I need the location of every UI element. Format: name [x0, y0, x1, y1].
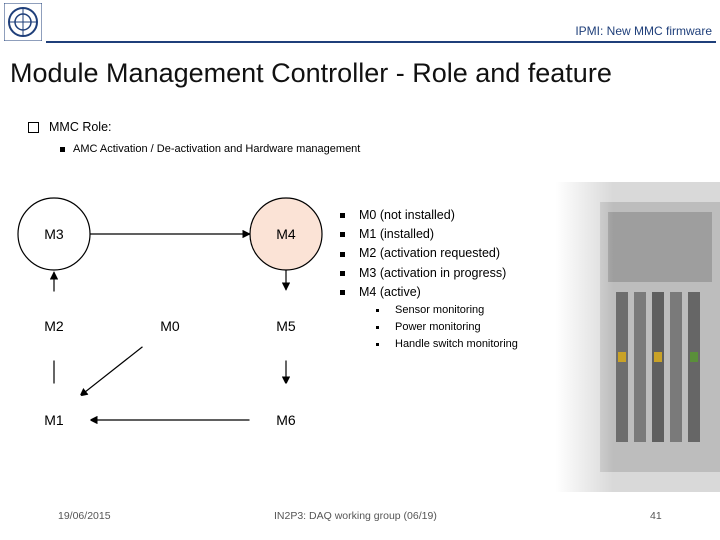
list-item: M1 (installed) [340, 225, 506, 244]
m4-sub-list: Sensor monitoring Power monitoring Handl… [376, 302, 518, 353]
svg-text:M4: M4 [276, 226, 296, 242]
svg-text:M6: M6 [276, 412, 296, 428]
page-number: 41 [650, 510, 662, 522]
footer-date: 19/06/2015 [58, 510, 111, 522]
state-node-m5: M5 [251, 291, 321, 361]
svg-text:M3: M3 [44, 226, 64, 242]
svg-text:M5: M5 [276, 318, 296, 334]
state-node-m2: M2 [19, 291, 89, 361]
list-item: M2 (activation requested) [340, 244, 506, 263]
edge-m0-m1 [79, 343, 147, 397]
header-title: IPMI: New MMC firmware [575, 24, 712, 38]
state-diagram: M3 M4 M2 M0 M5 M1 M6 [17, 197, 323, 457]
state-list: M0 (not installed) M1 (installed) M2 (ac… [340, 206, 506, 302]
dot-bullet-icon [376, 309, 379, 312]
cern-logo [3, 2, 43, 42]
footer-event: IN2P3: DAQ working group (06/19) [274, 510, 437, 522]
state-node-m3: M3 [17, 197, 91, 271]
checkbox-bullet-icon [28, 121, 39, 133]
square-bullet-icon [340, 289, 345, 295]
bullet-mmc-role-text: MMC Role: [49, 120, 112, 134]
state-node-m6: M6 [249, 383, 323, 457]
list-item: M0 (not installed) [340, 206, 506, 225]
svg-text:M2: M2 [44, 318, 64, 334]
header-divider [46, 41, 716, 43]
bullet-mmc-role: MMC Role: [28, 120, 112, 134]
list-item: Power monitoring [376, 319, 518, 336]
dot-bullet-icon [376, 343, 379, 346]
state-node-m0: M0 [135, 291, 205, 361]
list-item: M3 (activation in progress) [340, 264, 506, 283]
state-node-m4: M4 [249, 197, 323, 271]
list-item: M4 (active) [340, 283, 506, 302]
slide-title: Module Management Controller - Role and … [10, 58, 612, 88]
svg-text:M1: M1 [44, 412, 64, 428]
state-node-m1: M1 [17, 383, 91, 457]
list-item: Sensor monitoring [376, 302, 518, 319]
square-bullet-icon [340, 213, 345, 219]
square-bullet-icon [340, 270, 345, 276]
bullet-amc-activation-text: AMC Activation / De-activation and Hardw… [73, 143, 361, 155]
bullet-amc-activation: AMC Activation / De-activation and Hardw… [60, 143, 360, 155]
square-bullet-icon [60, 146, 65, 152]
dot-bullet-icon [376, 326, 379, 329]
square-bullet-icon [340, 232, 345, 238]
list-item: Handle switch monitoring [376, 336, 518, 353]
hardware-photo [556, 182, 720, 492]
square-bullet-icon [340, 251, 345, 257]
svg-text:M0: M0 [160, 318, 180, 334]
